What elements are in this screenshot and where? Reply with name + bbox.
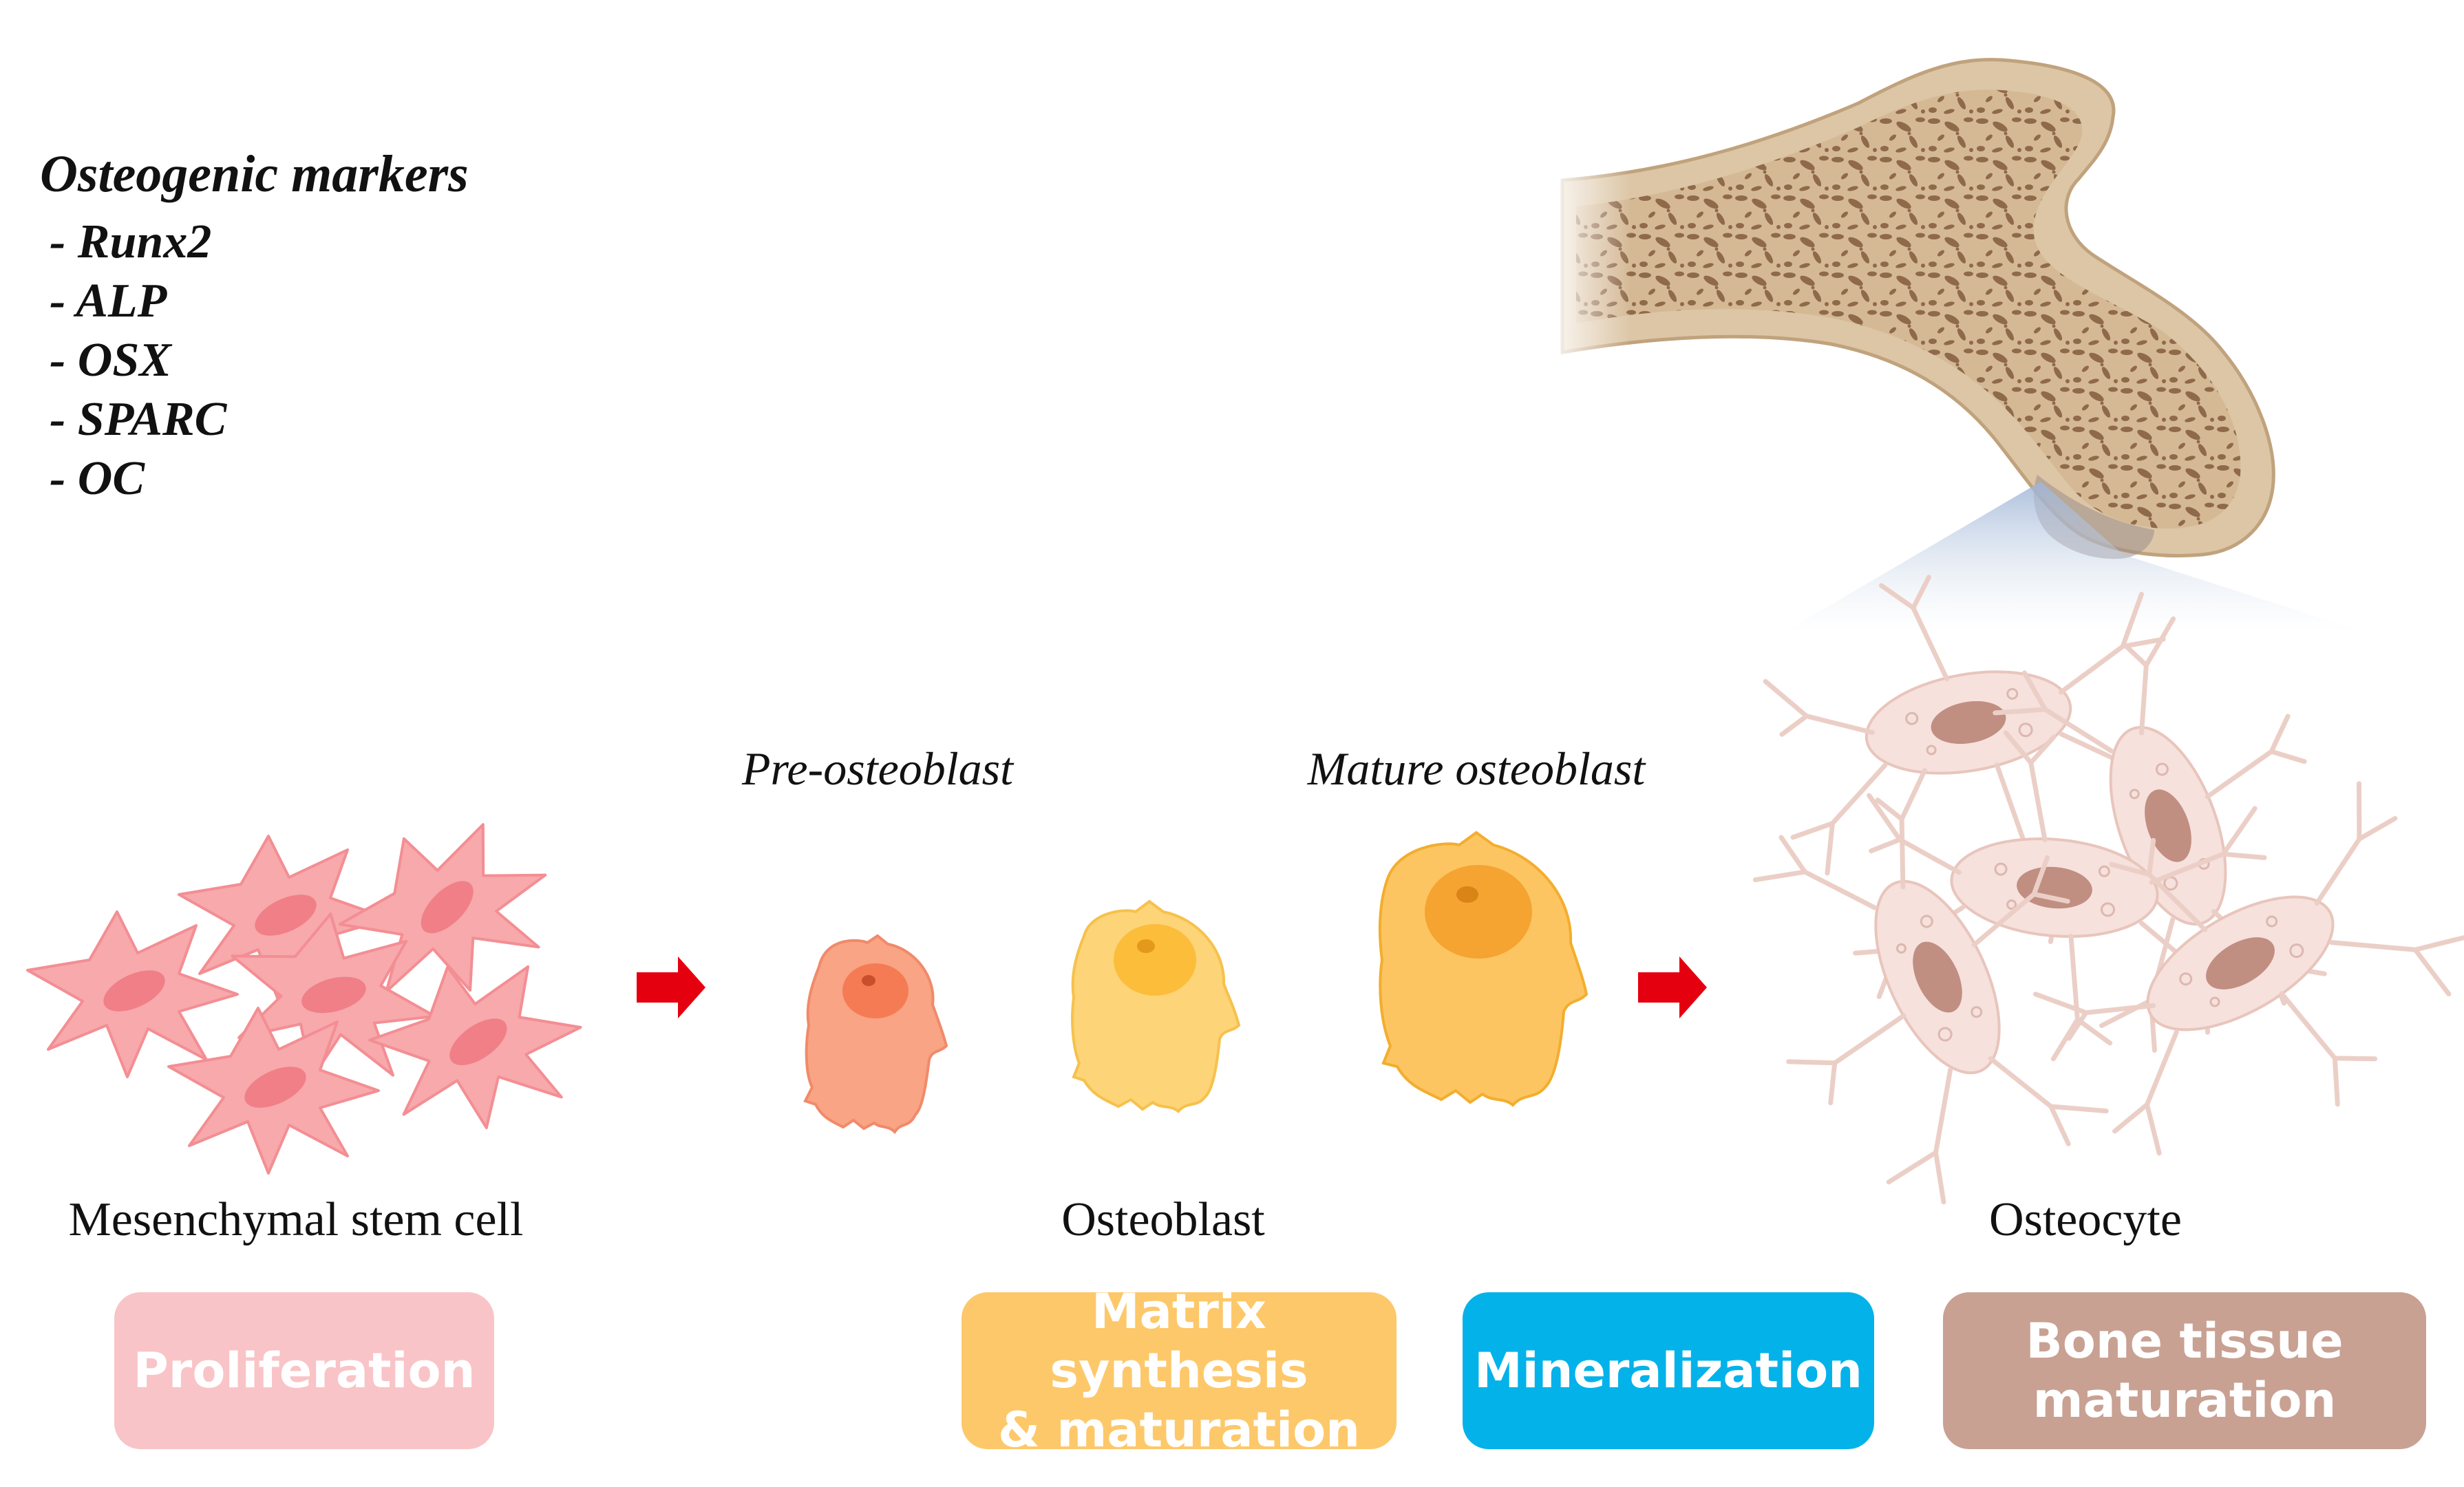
proliferation-label: Proliferation — [133, 1342, 476, 1399]
arrow-right-icon — [637, 956, 705, 1018]
mesenchymal-stem-cell-cluster — [26, 795, 597, 1175]
matrix-label-line2: & maturation — [997, 1402, 1361, 1458]
markers-title: Osteogenic markers — [40, 145, 469, 203]
marker-osx: - OSX — [50, 334, 171, 387]
bone-illustration — [1542, 58, 2275, 559]
pre-osteoblast-cell — [803, 934, 948, 1135]
osteoblast-cell — [1071, 899, 1241, 1113]
marker-oc: - OC — [50, 452, 145, 505]
osteocyte-network — [1701, 539, 2464, 1236]
mature-osteoblast-cell — [1378, 831, 1589, 1107]
arrow-right-icon-2 — [1638, 956, 1707, 1018]
marker-runx2: - Runx2 — [50, 215, 212, 268]
msc-label: Mesenchymal stem cell — [68, 1193, 524, 1246]
pre-osteoblast-label: Pre-osteoblast — [741, 742, 1014, 795]
marker-alp: - ALP — [50, 275, 167, 328]
mineralization-box: Mineralization — [1463, 1292, 1874, 1449]
bone-label-line2: maturation — [2032, 1372, 2337, 1429]
bone-label-line1: Bone tissue — [2026, 1313, 2344, 1369]
osteocyte-label: Osteocyte — [1989, 1193, 2182, 1246]
mature-osteoblast-label: Mature osteoblast — [1307, 742, 1646, 795]
mineralization-label: Mineralization — [1474, 1342, 1863, 1399]
matrix-synthesis-box: Matrix synthesis & maturation — [962, 1283, 1396, 1458]
proliferation-box: Proliferation — [114, 1292, 494, 1449]
osteoblast-label: Osteoblast — [1061, 1193, 1265, 1246]
bone-tissue-maturation-box: Bone tissue maturation — [1943, 1292, 2426, 1449]
marker-sparc: - SPARC — [50, 393, 227, 446]
matrix-label-line1: Matrix synthesis — [1050, 1283, 1308, 1399]
zoom-cone — [1783, 482, 2368, 633]
